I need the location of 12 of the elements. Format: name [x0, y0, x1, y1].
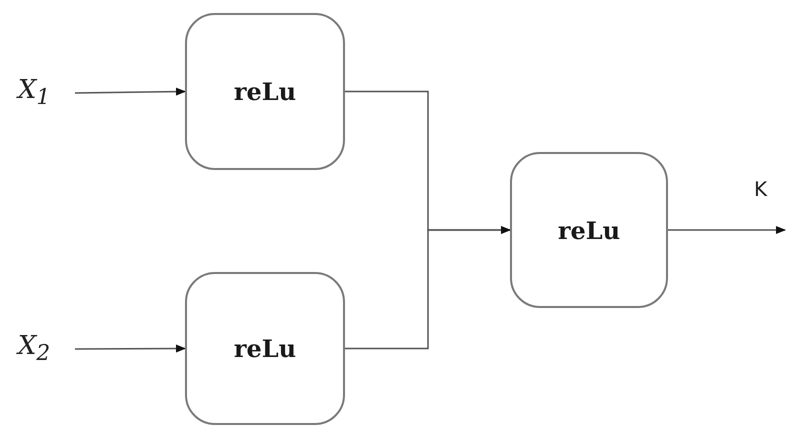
arrow: [345, 226, 511, 350]
node-label: reLu: [558, 216, 620, 244]
arrow: [75, 344, 186, 353]
input-variable: X$_{1}$: [18, 75, 50, 111]
arrow: [74, 88, 186, 96]
input-variable: X$_{2}$: [18, 331, 50, 367]
node-label: reLu: [234, 77, 296, 106]
process-box: [185, 13, 345, 170]
process-box: [510, 152, 668, 308]
node-label: reLu: [234, 334, 296, 363]
process-box: [185, 272, 345, 425]
arrow: [668, 226, 786, 234]
